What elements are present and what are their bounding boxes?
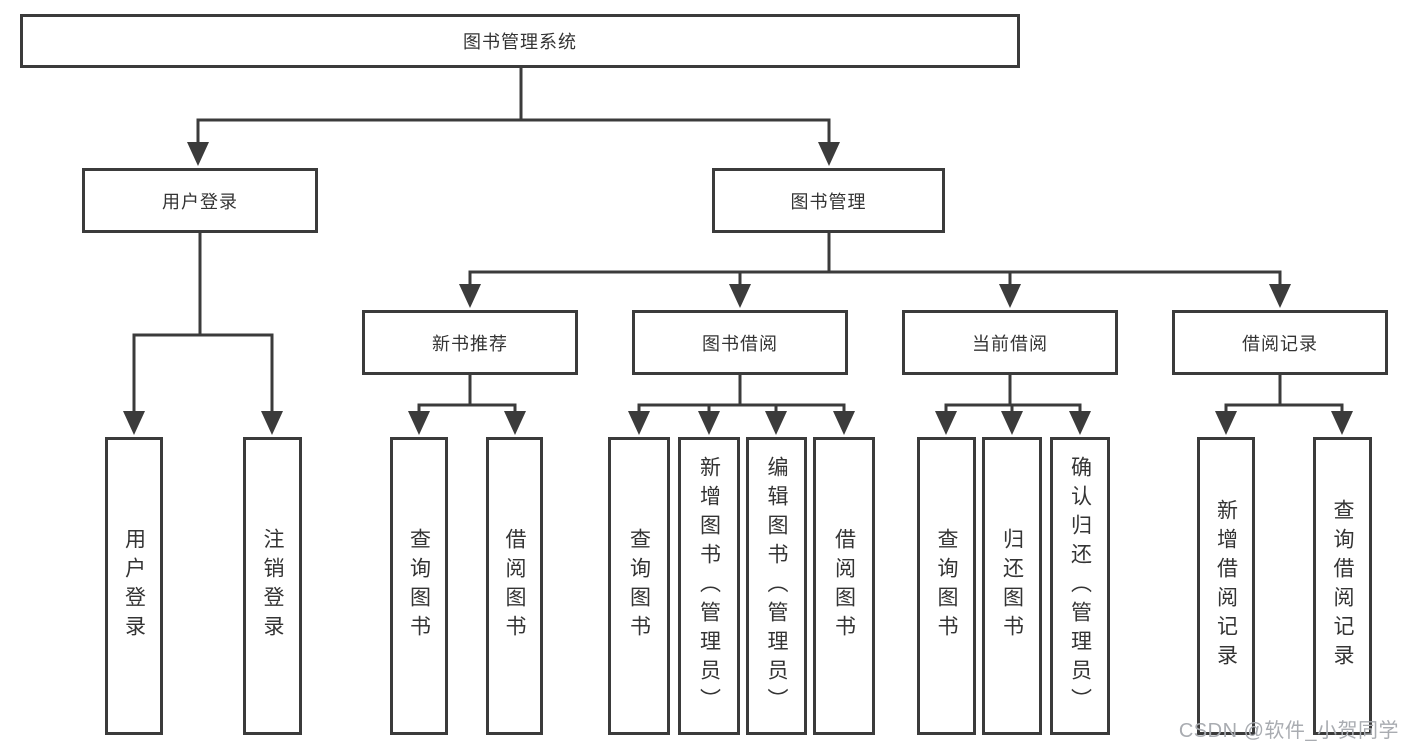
node-new-book-recommend: 新书推荐 bbox=[362, 310, 578, 375]
leaf-newrec-query-books: 查询图书 bbox=[390, 437, 448, 735]
leaf-records-query-record-label: 查询借阅记录 bbox=[1331, 499, 1354, 673]
leaf-user-login: 用户登录 bbox=[105, 437, 163, 735]
edge-newrec-distributor bbox=[417, 403, 517, 420]
leaf-borrowing-borrow-books: 借阅图书 bbox=[813, 437, 875, 735]
arrow-to-leaf-bb-edit bbox=[765, 411, 787, 435]
arrow-to-borrow bbox=[729, 284, 751, 308]
leaf-current-return-books: 归还图书 bbox=[982, 437, 1042, 735]
edge-records-distributor bbox=[1224, 403, 1344, 420]
node-current-borrowing: 当前借阅 bbox=[902, 310, 1118, 375]
leaf-borrowing-edit-books-admin: 编辑图书（管理员） bbox=[746, 437, 807, 735]
leaf-borrowing-query-books: 查询图书 bbox=[608, 437, 670, 735]
leaf-borrowing-add-books-admin: 新增图书（管理员） bbox=[678, 437, 740, 735]
leaf-current-confirm-return-admin: 确认归还（管理员） bbox=[1050, 437, 1110, 735]
arrow-to-leaf-bb-query bbox=[628, 411, 650, 435]
leaf-newrec-borrow-books-label: 借阅图书 bbox=[503, 528, 526, 644]
arrow-to-leaf-nb-query bbox=[408, 411, 430, 435]
leaf-newrec-borrow-books: 借阅图书 bbox=[486, 437, 543, 735]
arrow-to-leaf-nb-borrow bbox=[504, 411, 526, 435]
edge-borrow-distributor bbox=[637, 403, 846, 420]
arrow-to-newrec bbox=[459, 284, 481, 308]
arrow-to-leaf-user-login bbox=[123, 411, 145, 435]
node-book-borrowing: 图书借阅 bbox=[632, 310, 848, 375]
arrow-to-leaf-logout bbox=[261, 411, 283, 435]
arrow-to-leaf-cb-confirm bbox=[1069, 411, 1091, 435]
edge-login-distributor bbox=[132, 333, 274, 420]
leaf-borrowing-add-books-admin-label: 新增图书（管理员） bbox=[697, 455, 721, 717]
arrow-to-leaf-bb-borrow bbox=[833, 411, 855, 435]
arrow-to-mgmt bbox=[818, 142, 840, 166]
leaf-records-add-record: 新增借阅记录 bbox=[1197, 437, 1255, 735]
node-borrowing-records: 借阅记录 bbox=[1172, 310, 1388, 375]
edge-root-distributor bbox=[196, 118, 831, 150]
leaf-current-confirm-return-admin-label: 确认归还（管理员） bbox=[1068, 455, 1092, 717]
leaf-borrowing-edit-books-admin-label: 编辑图书（管理员） bbox=[765, 455, 788, 717]
arrow-to-leaf-br-query bbox=[1331, 411, 1353, 435]
leaf-logout: 注销登录 bbox=[243, 437, 302, 735]
arrow-to-leaf-cb-query bbox=[935, 411, 957, 435]
edge-mgmt-distributor bbox=[468, 270, 1282, 294]
arrow-to-login bbox=[187, 142, 209, 166]
edge-current-distributor bbox=[944, 403, 1082, 420]
leaf-newrec-query-books-label: 查询图书 bbox=[407, 528, 431, 644]
node-book-management: 图书管理 bbox=[712, 168, 945, 233]
leaf-records-query-record: 查询借阅记录 bbox=[1313, 437, 1372, 735]
arrow-to-records bbox=[1269, 284, 1291, 308]
arrow-to-current bbox=[999, 284, 1021, 308]
node-user-login: 用户登录 bbox=[82, 168, 318, 233]
leaf-logout-label: 注销登录 bbox=[261, 528, 284, 644]
node-root: 图书管理系统 bbox=[20, 14, 1020, 68]
leaf-current-query-books: 查询图书 bbox=[917, 437, 976, 735]
leaf-borrowing-borrow-books-label: 借阅图书 bbox=[832, 528, 856, 644]
arrow-to-leaf-bb-add bbox=[698, 411, 720, 435]
arrow-to-leaf-br-add bbox=[1215, 411, 1237, 435]
leaf-current-return-books-label: 归还图书 bbox=[1000, 528, 1024, 644]
leaf-records-add-record-label: 新增借阅记录 bbox=[1214, 499, 1238, 673]
leaf-user-login-label: 用户登录 bbox=[122, 528, 146, 644]
leaf-borrowing-query-books-label: 查询图书 bbox=[627, 528, 651, 644]
leaf-current-query-books-label: 查询图书 bbox=[935, 528, 958, 644]
arrow-to-leaf-cb-return bbox=[1001, 411, 1023, 435]
